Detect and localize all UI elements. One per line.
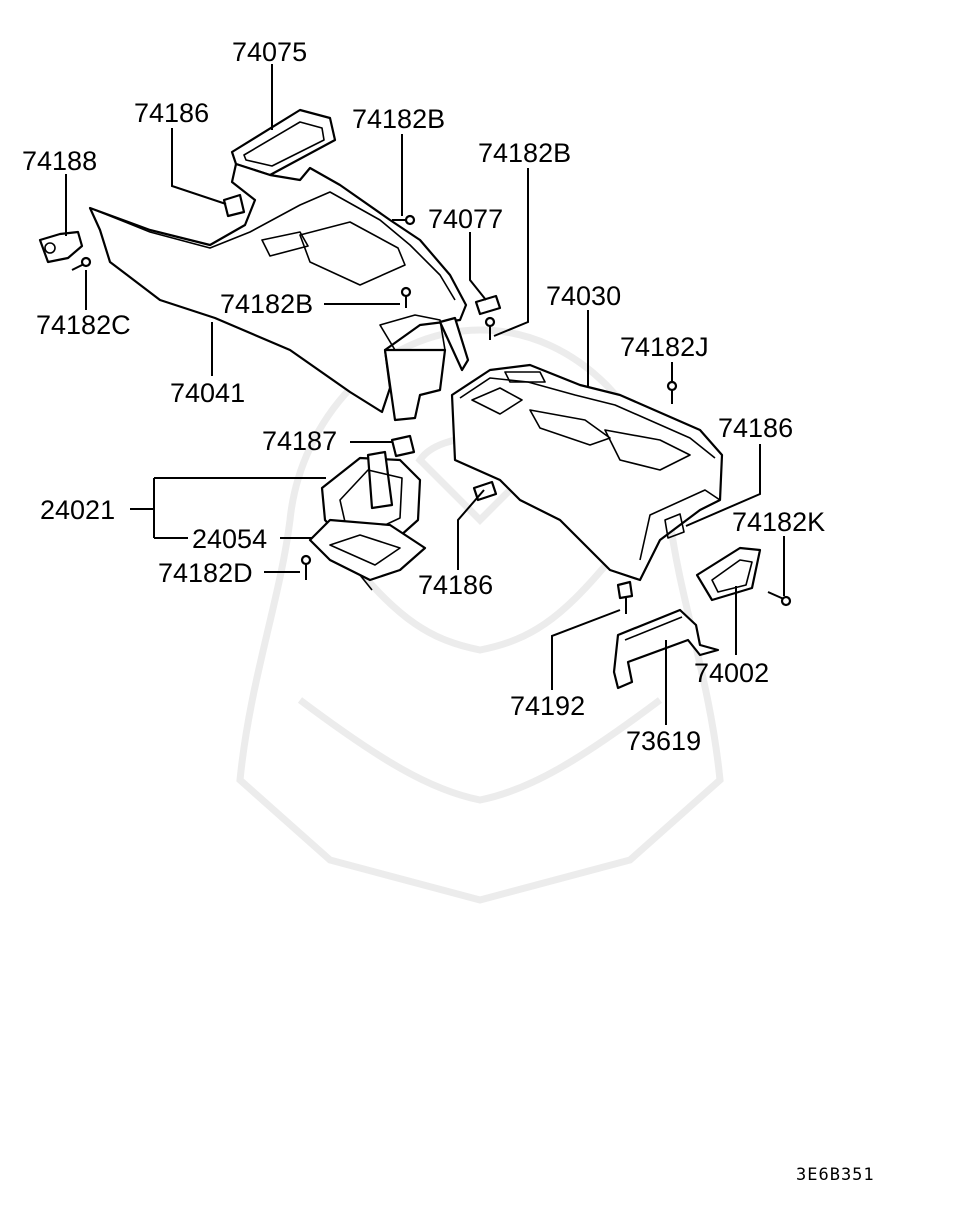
- label-24054: 24054: [192, 524, 267, 554]
- label-74182J: 74182J: [620, 332, 709, 362]
- screw-74182B-c: [400, 286, 412, 308]
- part-74002-pocket: [695, 546, 762, 602]
- label-74182K: 74182K: [732, 507, 825, 537]
- label-74182B-b: 74182B: [478, 138, 571, 168]
- label-74075: 74075: [232, 37, 307, 67]
- label-74182C: 74182C: [36, 310, 131, 340]
- part-74188-clip: [38, 230, 84, 264]
- label-74002: 74002: [694, 658, 769, 688]
- label-74182B-c: 74182B: [220, 289, 313, 319]
- part-24054-boot-retainer: [308, 518, 427, 591]
- screw-74182C: [71, 256, 92, 271]
- screw-74182K: [767, 591, 792, 607]
- part-74187-clip: [390, 434, 416, 458]
- part-74041-front-console: [88, 162, 470, 422]
- label-74182B-a: 74182B: [352, 104, 445, 134]
- screw-74182J: [666, 380, 678, 404]
- label-74030: 74030: [546, 281, 621, 311]
- part-73619-bracket: [612, 608, 720, 690]
- screw-74182D: [300, 554, 312, 580]
- part-74030-rear-console: [450, 363, 724, 582]
- screw-74182B-b: [484, 316, 496, 340]
- label-74182D: 74182D: [158, 558, 253, 588]
- part-74186-clip-top: [222, 193, 246, 218]
- label-74186-right: 74186: [718, 413, 793, 443]
- label-74186-top: 74186: [134, 98, 209, 128]
- screw-74182B-a: [392, 214, 416, 226]
- part-74077-clip: [474, 294, 502, 316]
- label-74186-mid: 74186: [418, 570, 493, 600]
- label-74187: 74187: [262, 426, 337, 456]
- label-24021: 24021: [40, 495, 115, 525]
- leader-lines: [65, 64, 785, 725]
- label-74041: 74041: [170, 378, 245, 408]
- part-74075-tray: [230, 108, 337, 177]
- label-73619: 73619: [626, 726, 701, 756]
- label-74188: 74188: [22, 146, 97, 176]
- drawing-code: 3E6B351: [796, 1165, 875, 1185]
- label-74077: 74077: [428, 204, 503, 234]
- bolt-74192: [616, 580, 634, 614]
- label-74192: 74192: [510, 691, 585, 721]
